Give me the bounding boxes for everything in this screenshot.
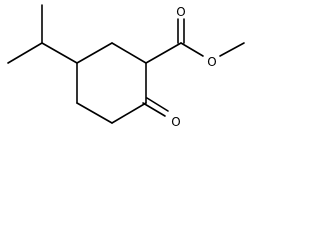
ring-bond-c3-c4 xyxy=(111,102,147,124)
ketone-double-bond-b xyxy=(146,97,169,112)
isopropyl-ch-bond xyxy=(41,42,78,64)
chemical-structure-diagram: O O O xyxy=(7,4,245,129)
ester-ether-oxygen-label: O xyxy=(207,55,216,69)
isopropyl-methyl-left-bond xyxy=(7,42,43,64)
ring-bond-c6-c1 xyxy=(76,42,113,64)
ester-carbon-bond xyxy=(145,42,182,64)
ester-carbonyl-oxygen-label: O xyxy=(176,5,185,19)
ketone-oxygen-label: O xyxy=(171,115,180,129)
ring-bond-c4-c5 xyxy=(76,102,113,124)
cyclohexane-ring xyxy=(76,42,147,124)
ketone-group xyxy=(142,97,169,117)
methyl-ester-group xyxy=(145,18,245,64)
ester-co-single-bond xyxy=(180,42,204,57)
ester-methyl-bond xyxy=(219,42,245,57)
isopropyl-group xyxy=(7,4,78,64)
ring-bond-c1-c2 xyxy=(111,42,147,64)
ketone-double-bond-a xyxy=(142,102,166,117)
